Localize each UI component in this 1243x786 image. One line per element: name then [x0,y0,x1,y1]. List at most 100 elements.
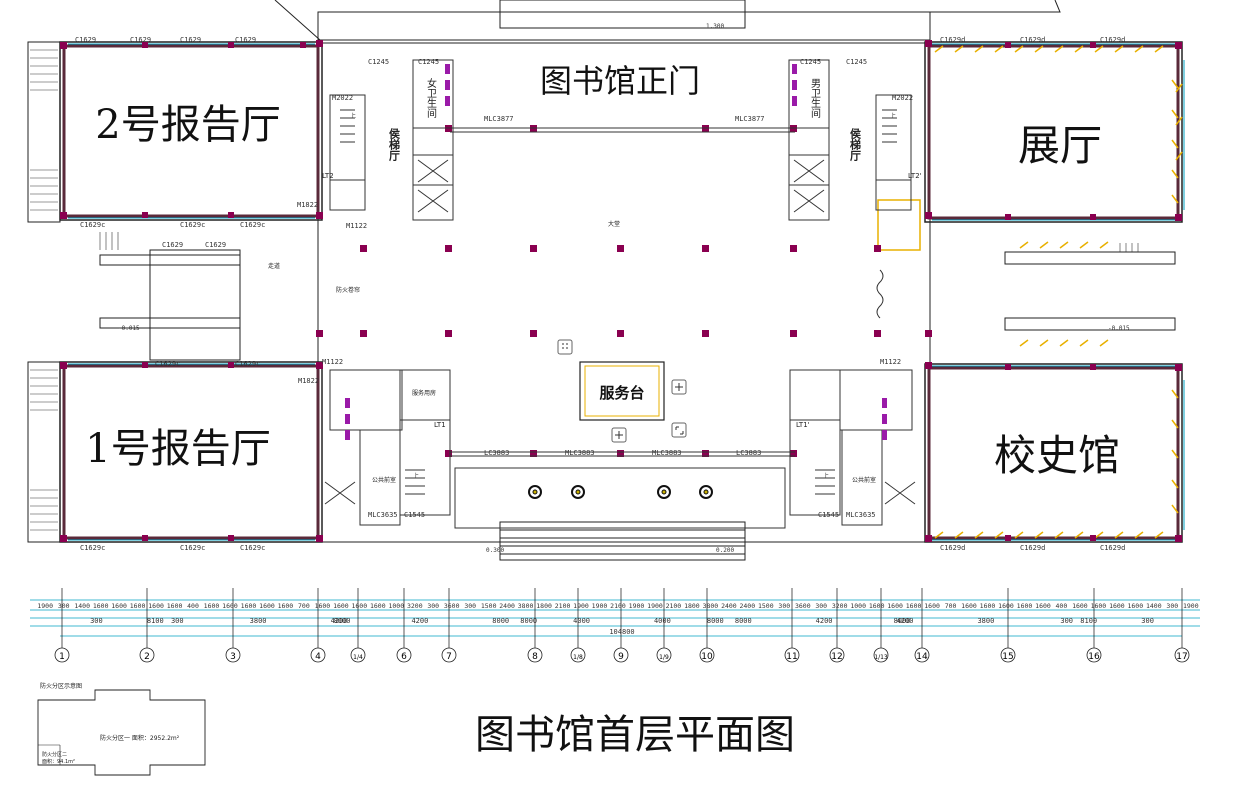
axis-label: 1/8 [573,654,583,661]
dimension-value: 1600 [167,602,183,610]
zone2-area: 面积：94.1m² [42,758,75,765]
dimension-value: 300 [90,617,103,625]
dimension-value: 1600 [204,602,220,610]
dimension-value: 3200 [407,602,423,610]
axis-bubble [396,647,412,663]
elevator-lt1-label: LT1 [434,421,446,429]
svg-text:C1629: C1629 [130,36,151,44]
axis-bubble [829,647,845,663]
svg-text:M2022: M2022 [332,94,353,102]
dimension-value: 1800 [684,602,700,610]
lobby-label: 大堂 [608,220,620,228]
svg-text:MLC3635: MLC3635 [368,511,398,519]
axis-bubble [310,647,326,663]
fire-shutter-label: 防火卷帘 [336,286,360,294]
service-room-label: 服务用房 [412,389,436,397]
dimension-value: 3800 [250,617,267,625]
axis-bubble [527,647,543,663]
dimension-value: 8000 [334,617,351,625]
window-marks-yellow [877,45,1183,539]
elevation-marks: 1.300 0.300 0.200 -0.015 -0.015 上 上 上 上 [118,23,1130,554]
svg-text:M1822: M1822 [297,201,318,209]
dimension-value: 1000 [388,602,404,610]
dimension-value: 3800 [977,617,994,625]
dimension-value: 1600 [1091,602,1107,610]
zone2-label: 防火分区二 [42,751,67,758]
svg-text:M1122: M1122 [346,222,367,230]
dimension-value: 3800 [703,602,719,610]
svg-text:C1629c: C1629c [80,221,105,229]
svg-text:C1245: C1245 [368,58,389,66]
dimension-value: 1600 [961,602,977,610]
svg-text:LC3883: LC3883 [736,449,761,457]
dimension-value: 1500 [758,602,774,610]
elevator-lt2r-label: LT2' [908,172,922,180]
dimension-value: 4200 [411,617,428,625]
svg-text:M1822: M1822 [298,377,319,385]
dimension-value: 300 [815,602,827,610]
axis-bubble [699,647,715,663]
dimension-value: 1900 [629,602,645,610]
svg-text:M1122: M1122 [322,358,343,366]
corridor-label: 走道 [268,262,280,270]
axis-label: 16 [1088,652,1100,662]
axis-bubble [350,647,366,663]
dimension-value: 300 [1060,617,1073,625]
wing-walls [62,44,1180,540]
dimension-value: 1400 [1146,602,1162,610]
dimension-value: 300 [778,602,790,610]
womens-wc-label: 女卫生间 [425,77,437,119]
inset-title: 防火分区示意图 [40,682,82,690]
public-anteroom-right-label: 公共前室 [852,476,876,484]
dimension-value: 1600 [148,602,164,610]
svg-text:MLC3883: MLC3883 [652,449,682,457]
axis-label: 7 [446,652,452,662]
dimension-value: 3600 [795,602,811,610]
dimension-value: 1900 [37,602,53,610]
dimension-value: 1600 [1035,602,1051,610]
dimension-value: 1600 [259,602,275,610]
axis-label: 8 [532,652,538,662]
dimension-value: 8100 [1080,617,1097,625]
axis-label: 14 [916,652,928,662]
dimension-value: 3200 [832,602,848,610]
svg-text:C1629c: C1629c [235,360,260,368]
axis-label: 1/4 [353,654,363,661]
axis-label: 3 [230,652,236,662]
axis-label: 1/9 [659,654,669,661]
elevator-lt2-label: LT2 [322,172,334,180]
svg-text:C1629d: C1629d [1020,36,1045,44]
svg-text:C1629d: C1629d [1100,544,1125,552]
dimension-value: 2100 [666,602,682,610]
dimension-value: 4000 [654,617,671,625]
dimension-value: 2400 [739,602,755,610]
dimension-value: 4000 [573,617,590,625]
svg-text:LC3883: LC3883 [484,449,509,457]
report-hall-2-label: 2号报告厅 [95,102,280,148]
dimension-value: 1800 [536,602,552,610]
svg-text:C1629d: C1629d [940,36,965,44]
building-outline [27,0,1183,561]
service-desk-label: 服务台 [599,384,644,402]
dimension-value: 1600 [315,602,331,610]
axis-label: 1 [59,652,65,662]
svg-text:MLC3877: MLC3877 [484,115,514,123]
svg-text:MLC3883: MLC3883 [565,449,595,457]
dimension-value: 8000 [735,617,752,625]
dimension-value: 8100 [147,617,164,625]
svg-text:C1629: C1629 [235,36,256,44]
dimension-value: 300 [1166,602,1178,610]
revolving-doors [528,485,713,499]
dimension-value: 400 [1056,602,1068,610]
zone1-label: 防火分区一 面积：2952.2m² [100,734,180,742]
axis-bubble [656,647,672,663]
dimension-value: 1000 [850,602,866,610]
dimension-value: 1600 [1072,602,1088,610]
axis-bubble [225,647,241,663]
dimension-value: 1600 [887,602,903,610]
dimension-value: 1600 [111,602,127,610]
dimension-value: 1600 [333,602,349,610]
dimension-value: 8000 [520,617,537,625]
axis-bubble [570,647,586,663]
